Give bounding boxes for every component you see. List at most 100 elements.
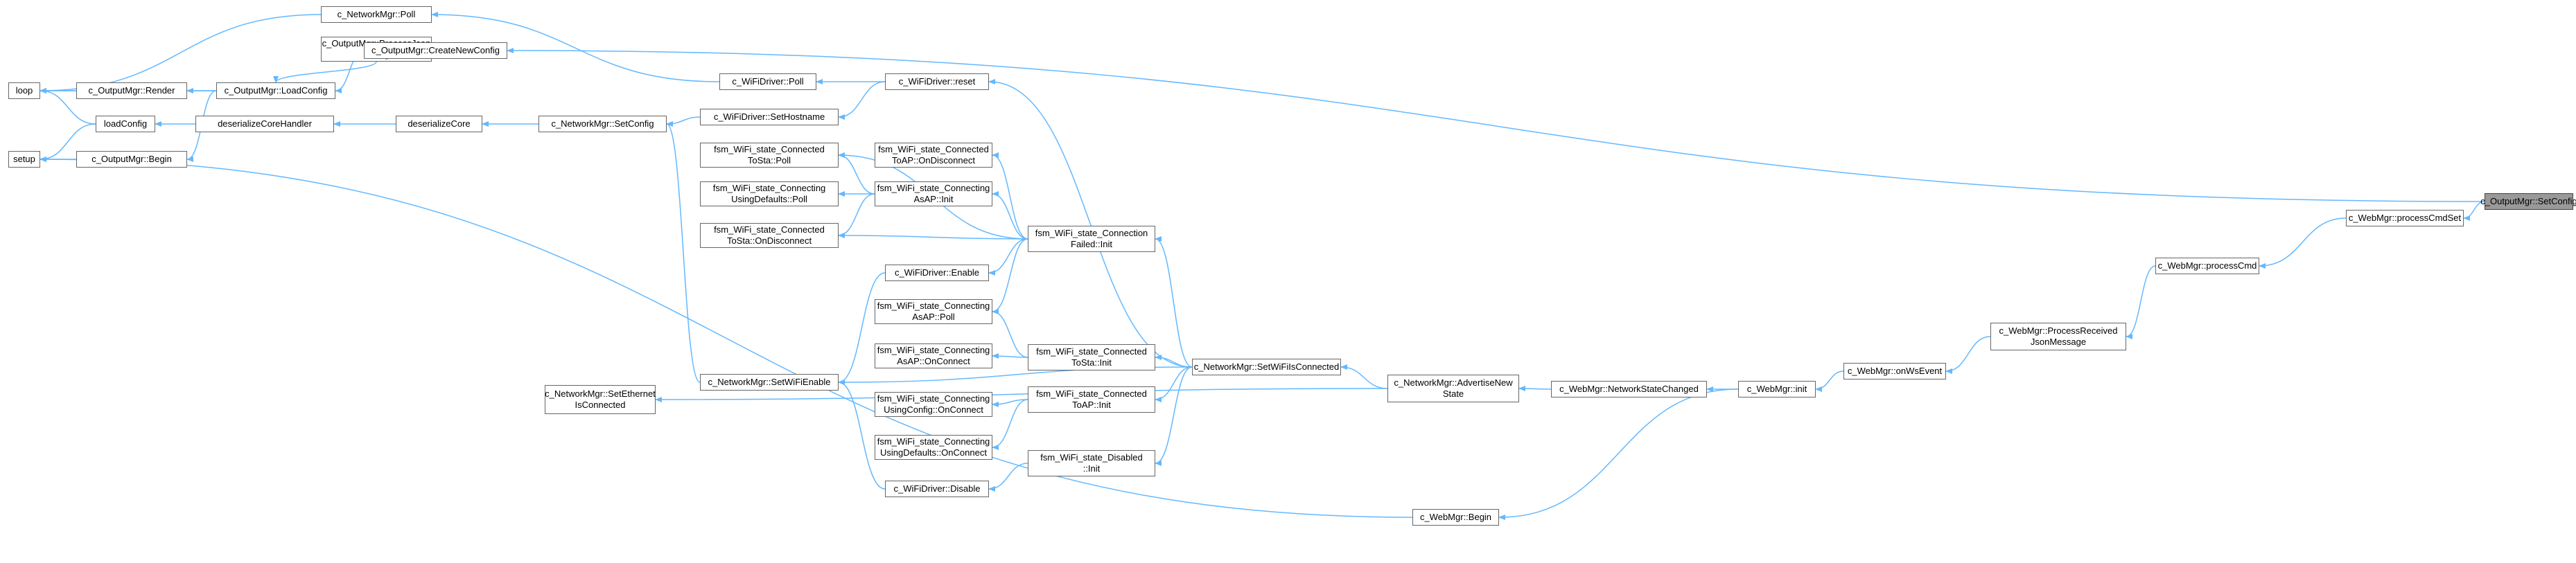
node-label: c_NetworkMgr::SetWiFiEnable: [708, 377, 831, 387]
node-label: c_WebMgr::ProcessReceived: [1999, 325, 2118, 336]
node-label: c_WebMgr::onWsEvent: [1847, 366, 1943, 376]
edge-connapinit-to-cfgonconn: [992, 399, 1028, 407]
node-label: fsm_WiFi_state_Connecting: [712, 183, 826, 193]
node-wifireset[interactable]: c_WiFiDriver::reset: [885, 73, 989, 90]
node-webinit[interactable]: c_WebMgr::init: [1738, 381, 1816, 397]
node-label: c_WiFiDriver::reset: [898, 76, 976, 87]
edge-wifidisable-to-setwifienable: [838, 379, 886, 490]
edge-outsetcfg-to-createnew: [507, 48, 2485, 202]
node-label: setup: [13, 154, 35, 164]
node-label: c_OutputMgr::SetConfig: [2480, 196, 2576, 206]
node-loadconfig[interactable]: loadConfig: [96, 116, 155, 132]
node-label: loop: [15, 85, 33, 96]
node-label: fsm_WiFi_state_Connected: [878, 144, 989, 154]
node-label: fsm_WiFi_state_Connected: [1036, 388, 1147, 399]
edge-wifireset-to-wifisethost: [838, 81, 886, 120]
node-desercore[interactable]: deserializeCore: [396, 116, 482, 132]
node-disabledinit[interactable]: fsm_WiFi_state_Disabled::Init: [1028, 450, 1155, 476]
edge-setwificonn-to-connapinit: [1155, 366, 1193, 402]
node-wifienable[interactable]: c_WiFiDriver::Enable: [885, 265, 989, 281]
edge-advertise-to-setethconn: [655, 388, 1388, 402]
node-label: c_OutputMgr::Render: [88, 85, 175, 96]
node-onwsevent[interactable]: c_WebMgr::onWsEvent: [1843, 363, 1946, 379]
edge-disabledinit-to-wifidisable: [988, 463, 1028, 492]
node-label: UsingConfig::OnConnect: [884, 404, 983, 415]
edge-setwificonn-to-connfailinit: [1155, 236, 1193, 368]
edge-wifienable-to-setwifienable: [838, 272, 886, 385]
edge-connasapinit-to-connstadisc: [838, 193, 875, 238]
node-label: c_NetworkMgr::SetEthernet: [545, 388, 656, 399]
node-label: c_WebMgr::init: [1746, 384, 1807, 394]
node-setwificonn[interactable]: c_NetworkMgr::SetWiFiIsConnected: [1192, 359, 1341, 375]
node-label: ToSta::OnDisconnect: [726, 235, 812, 246]
node-label: Failed::Init: [1071, 239, 1112, 249]
node-label: ToSta::Init: [1071, 357, 1112, 368]
edge-loadconfig-to-loop: [40, 88, 96, 125]
node-loop[interactable]: loop: [8, 82, 40, 99]
edge-connfailinit-to-wifienable: [988, 238, 1028, 276]
node-netpoll[interactable]: c_NetworkMgr::Poll: [321, 6, 432, 23]
edge-connfailinit-to-connapdisc: [992, 152, 1028, 240]
node-outbegin[interactable]: c_OutputMgr::Begin: [76, 151, 187, 168]
node-render[interactable]: c_OutputMgr::Render: [76, 82, 187, 99]
node-setup[interactable]: setup: [8, 151, 40, 168]
node-label: fsm_WiFi_state_Connecting: [877, 183, 990, 193]
node-label: fsm_WiFi_state_Connecting: [877, 436, 990, 447]
node-desercorehandler[interactable]: deserializeCoreHandler: [195, 116, 334, 132]
edge-connasapinit-to-connstapoll: [838, 152, 875, 195]
node-label: ToAP::OnDisconnect: [892, 155, 975, 166]
edge-webinit-to-webbegin: [1498, 388, 1739, 520]
node-webbegin[interactable]: c_WebMgr::Begin: [1412, 509, 1499, 526]
node-wifidisable[interactable]: c_WiFiDriver::Disable: [885, 481, 989, 497]
node-netsetcfg[interactable]: c_NetworkMgr::SetConfig: [538, 116, 667, 132]
node-loadcfg[interactable]: c_OutputMgr::LoadConfig: [216, 82, 335, 99]
edge-connfailinit-to-connasappoll: [992, 238, 1028, 314]
node-proccmdset[interactable]: c_WebMgr::processCmdSet: [2346, 210, 2464, 226]
node-createnew[interactable]: c_OutputMgr::CreateNewConfig: [364, 42, 507, 59]
edge-setwifienable-to-netsetcfg: [666, 121, 701, 383]
edge-connfailinit-to-connstadisc: [838, 233, 1028, 240]
edge-connapinit-to-defonconn: [992, 399, 1028, 450]
node-label: fsm_WiFi_state_Connected: [1036, 346, 1147, 357]
node-label: fsm_WiFi_state_Connecting: [877, 301, 990, 311]
node-label: fsm_WiFi_state_Connected: [714, 224, 825, 235]
node-proccmd[interactable]: c_WebMgr::processCmd: [2155, 258, 2259, 274]
node-label: AsAP::OnConnect: [897, 356, 970, 366]
edge-procrecv-to-onwsevent: [1945, 336, 1991, 374]
edge-procjson-to-loadcfg: [273, 61, 377, 83]
node-netstatechg[interactable]: c_WebMgr::NetworkStateChanged: [1551, 381, 1707, 397]
node-label: fsm_WiFi_state_Disabled: [1040, 452, 1143, 463]
node-label: c_WiFiDriver::SetHostname: [713, 111, 825, 122]
node-label: State: [1442, 388, 1464, 399]
node-outsetcfg[interactable]: c_OutputMgr::SetConfig: [2480, 193, 2576, 210]
node-wifisethost[interactable]: c_WiFiDriver::SetHostname: [700, 109, 839, 125]
node-label: JsonMessage: [2030, 337, 2087, 347]
edge-netstatechg-to-advertise: [1518, 386, 1552, 392]
node-label: IsConnected: [575, 400, 626, 410]
node-wifipoll[interactable]: c_WiFiDriver::Poll: [719, 73, 816, 90]
node-setwifienable[interactable]: c_NetworkMgr::SetWiFiEnable: [700, 374, 839, 391]
node-label: c_WiFiDriver::Poll: [732, 76, 804, 87]
node-label: c_WebMgr::processCmdSet: [2348, 213, 2462, 223]
edge-setwificonn-to-disabledinit: [1155, 366, 1193, 466]
node-label: fsm_WiFi_state_Connecting: [877, 393, 990, 404]
node-label: AsAP::Init: [913, 194, 954, 204]
node-label: UsingDefaults::OnConnect: [880, 447, 987, 458]
node-label: ToSta::Poll: [747, 155, 791, 166]
